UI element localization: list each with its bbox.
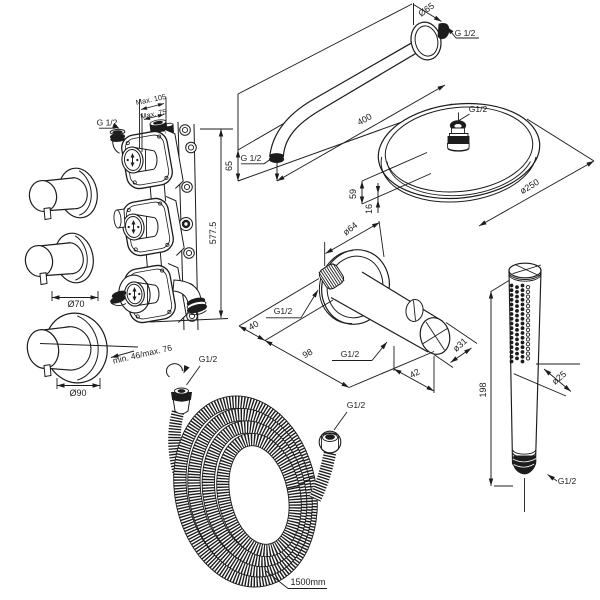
svg-text:16: 16	[364, 204, 374, 214]
svg-text:G1/2: G1/2	[199, 354, 218, 364]
svg-text:42: 42	[408, 367, 422, 381]
svg-text:40: 40	[247, 319, 261, 333]
svg-text:G1/2: G1/2	[341, 349, 360, 359]
svg-text:G 1/2: G 1/2	[455, 28, 476, 38]
svg-text:1500mm: 1500mm	[290, 577, 325, 587]
svg-text:G1/2: G1/2	[558, 476, 577, 486]
svg-text:Ø70: Ø70	[67, 299, 84, 309]
svg-text:198: 198	[478, 382, 488, 397]
svg-text:G1/2: G1/2	[274, 306, 293, 316]
svg-text:59: 59	[348, 189, 358, 199]
svg-text:G1/2: G1/2	[347, 400, 366, 410]
svg-text:65: 65	[224, 161, 234, 171]
svg-text:G1/2: G1/2	[469, 104, 488, 114]
svg-text:577.5: 577.5	[208, 222, 218, 245]
svg-text:Ø90: Ø90	[69, 388, 86, 398]
svg-text:G 1/2: G 1/2	[97, 118, 118, 128]
svg-text:G 1/2: G 1/2	[241, 153, 262, 163]
svg-text:98: 98	[301, 347, 315, 361]
